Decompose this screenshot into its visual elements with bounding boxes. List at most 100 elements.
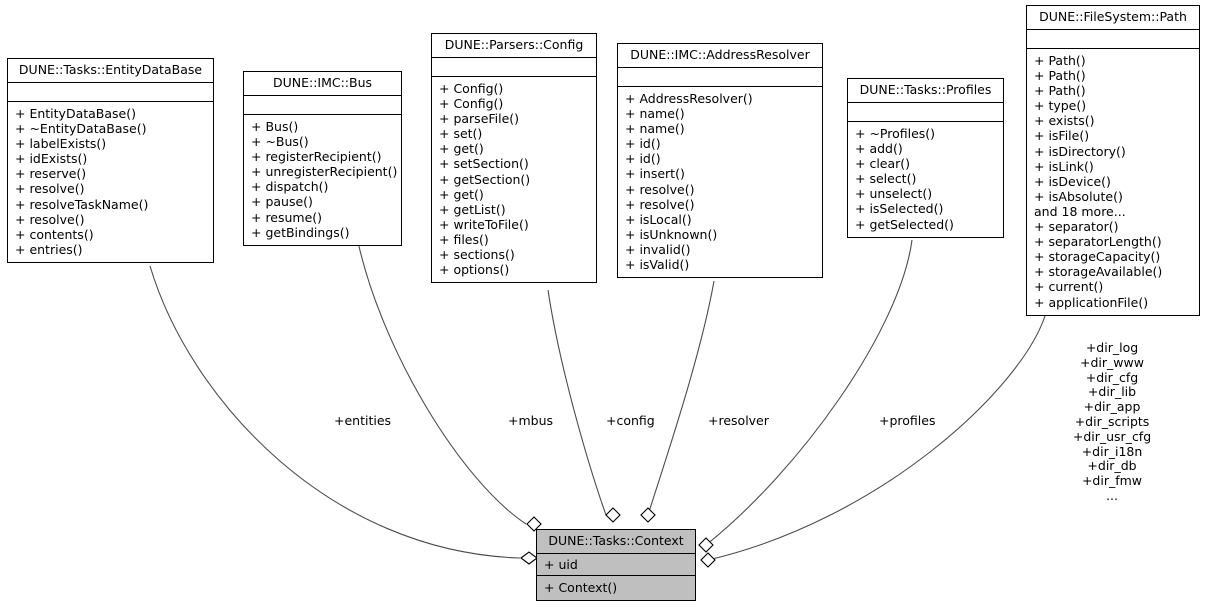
- class-title: DUNE::Parsers::Config: [432, 34, 596, 58]
- edge-label-dir-row: ...: [1106, 487, 1118, 503]
- edge-entities: [149, 265, 521, 559]
- class-box-config[interactable]: DUNE::Parsers::Config + Config() + Confi…: [431, 33, 597, 284]
- class-operations: + Path() + Path() + Path() + type() + ex…: [1027, 49, 1199, 315]
- operation-row: + isAbsolute(): [1034, 188, 1123, 204]
- operation-row: + isValid(): [625, 257, 690, 273]
- edge-label-dir-row: +dir_db: [1087, 458, 1137, 474]
- class-title: DUNE::Tasks::EntityDataBase: [8, 59, 213, 83]
- class-attributes: [848, 103, 1003, 122]
- edge-label-dir-row: +dir_log: [1085, 340, 1139, 355]
- operation-row: + registerRecipient(): [251, 149, 382, 165]
- operation-row: + ~Profiles(): [855, 126, 936, 141]
- diamond-entities: [520, 551, 538, 565]
- operation-row: + resolve(): [15, 181, 85, 197]
- operation-row: + Context(): [544, 580, 618, 595]
- edge-dirs: [707, 315, 1046, 561]
- class-box-entitydatabase[interactable]: DUNE::Tasks::EntityDataBase + EntityData…: [7, 58, 214, 263]
- operation-row: + isLocal(): [625, 211, 692, 227]
- operation-row: + Bus(): [251, 119, 299, 134]
- operation-row: + reserve(): [15, 166, 87, 182]
- operation-row: + parseFile(): [439, 111, 520, 127]
- operation-row: + exists(): [1034, 113, 1095, 129]
- operation-row: + options(): [439, 262, 510, 278]
- class-title: DUNE::Tasks::Context: [537, 530, 695, 554]
- class-attributes: + uid: [537, 554, 695, 576]
- operation-row: + unselect(): [855, 186, 933, 202]
- class-attributes: [432, 58, 596, 77]
- operation-row: + resolveTaskName(): [15, 196, 149, 212]
- operation-row: + resume(): [251, 209, 323, 225]
- edge-label-dir-row: +dir_app: [1083, 399, 1141, 415]
- edge-label-mbus: +mbus: [508, 413, 554, 428]
- class-attributes: [244, 96, 401, 115]
- operation-row: + ~EntityDataBase(): [15, 121, 147, 137]
- class-title: DUNE::Tasks::Profiles: [848, 79, 1003, 103]
- class-title: DUNE::FileSystem::Path: [1027, 6, 1199, 30]
- edge-label-dir-row: +dir_cfg: [1085, 369, 1139, 385]
- edge-label-dir-row: +dir_fmw: [1081, 473, 1143, 489]
- class-box-bus[interactable]: DUNE::IMC::Bus + Bus() + ~Bus() + regist…: [243, 71, 402, 246]
- class-box-path[interactable]: DUNE::FileSystem::Path + Path() + Path()…: [1026, 5, 1200, 316]
- operation-row: + dispatch(): [251, 179, 329, 195]
- edge-label-dirs: +dir_log +dir_www +dir_cfg +dir_lib +dir…: [1042, 340, 1182, 504]
- class-title: DUNE::IMC::AddressResolver: [618, 44, 822, 68]
- operation-row: + invalid(): [625, 241, 691, 257]
- edge-profiles: [705, 239, 913, 546]
- operation-row: + get(): [439, 141, 484, 157]
- class-operations: + Config() + Config() + parseFile() + se…: [432, 77, 596, 282]
- operation-row: + isSelected(): [855, 201, 944, 217]
- edge-label-entities: +entities: [334, 413, 392, 428]
- operation-row: + id(): [625, 136, 661, 152]
- class-title: DUNE::IMC::Bus: [244, 72, 401, 96]
- operation-row: + entries(): [15, 241, 83, 257]
- operation-row: + isUnknown(): [625, 226, 718, 242]
- operation-row: + labelExists(): [15, 136, 107, 152]
- class-box-profiles[interactable]: DUNE::Tasks::Profiles + ~Profiles() + ad…: [847, 78, 1004, 238]
- operation-row: + add(): [855, 141, 903, 157]
- edge-label-dir-row: +dir_lib: [1087, 384, 1137, 400]
- operation-row: + contents(): [15, 226, 94, 242]
- class-box-context[interactable]: DUNE::Tasks::Context + uid + Context(): [536, 529, 696, 602]
- operation-row: + Path(): [1034, 68, 1086, 84]
- operation-row: + clear(): [855, 156, 911, 172]
- class-box-addressresolver[interactable]: DUNE::IMC::AddressResolver + AddressReso…: [617, 43, 823, 279]
- operation-row: + storageCapacity(): [1034, 249, 1161, 265]
- operation-row: + isFile(): [1034, 128, 1090, 144]
- operation-row: + name(): [625, 121, 685, 137]
- operation-row: + idExists(): [15, 151, 88, 167]
- operation-row: + getSelected(): [855, 216, 954, 232]
- operation-row: + isDirectory(): [1034, 143, 1126, 159]
- edge-label-dir-row: +dir_scripts: [1074, 413, 1150, 429]
- attribute-row: + uid: [544, 557, 578, 572]
- edge-label-resolver: +resolver: [708, 413, 769, 428]
- edge-label-dir-row: +dir_usr_cfg: [1072, 428, 1152, 444]
- diamond-dirs: [700, 552, 716, 568]
- operation-row: + setSection(): [439, 156, 529, 172]
- operation-row: + getSection(): [439, 171, 531, 187]
- edge-config: [547, 289, 607, 516]
- operation-row: + getBindings(): [251, 224, 350, 240]
- edge-mbus: [357, 241, 527, 525]
- diamond-resolver: [640, 507, 656, 523]
- operation-row: + writeToFile(): [439, 216, 529, 232]
- operation-row: + resolve(): [15, 211, 85, 227]
- operation-row: + separator(): [1034, 219, 1119, 235]
- operation-row: + id(): [625, 151, 661, 167]
- operation-row: + name(): [625, 106, 685, 122]
- operation-row: + AddressResolver(): [625, 91, 753, 106]
- operation-row: + Path(): [1034, 53, 1086, 68]
- operation-row: + applicationFile(): [1034, 294, 1149, 310]
- operation-row: + resolve(): [625, 181, 695, 197]
- class-attributes: [8, 83, 213, 102]
- operation-row: + storageAvailable(): [1034, 264, 1163, 280]
- edge-label-config: +config: [606, 413, 655, 428]
- operation-row: + insert(): [625, 166, 685, 182]
- class-operations: + ~Profiles() + add() + clear() + select…: [848, 122, 1003, 237]
- class-attributes: [618, 68, 822, 87]
- class-operations: + Bus() + ~Bus() + registerRecipient() +…: [244, 115, 401, 245]
- operation-row: + pause(): [251, 194, 313, 210]
- operation-row: + sections(): [439, 247, 515, 263]
- diamond-mbus: [526, 516, 542, 532]
